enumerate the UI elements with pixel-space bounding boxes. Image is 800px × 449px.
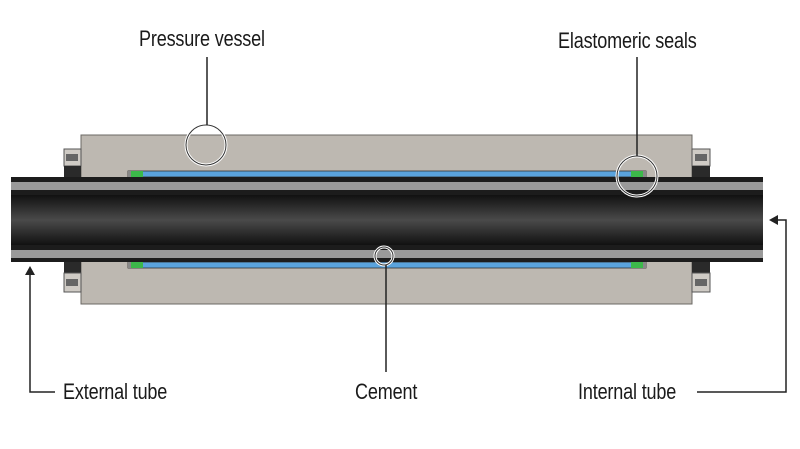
- end-cap-left-top: [63, 148, 82, 177]
- cement-layer-top: [127, 170, 647, 178]
- end-cap-left-bottom: [63, 262, 82, 293]
- label-pressure-vessel: Pressure vessel: [139, 26, 265, 51]
- internal-tube-leader: [697, 219, 787, 393]
- cement-callout: [374, 246, 394, 266]
- end-cap-right-top: [691, 148, 711, 177]
- seal-left-bottom: [131, 262, 143, 268]
- internal-tube: [11, 195, 763, 245]
- end-cap-right-bottom: [691, 262, 711, 293]
- seal-right-top: [631, 171, 643, 177]
- label-cement: Cement: [355, 379, 418, 404]
- label-external-tube: External tube: [63, 379, 168, 404]
- seal-left-top: [131, 171, 143, 177]
- pressure-vessel-callout: [185, 124, 227, 166]
- external-tube-leader: [29, 274, 55, 393]
- label-internal-tube: Internal tube: [578, 379, 677, 404]
- label-elastomeric-seals: Elastomeric seals: [558, 28, 697, 53]
- external-tube-arrow-icon: [25, 266, 35, 275]
- internal-tube-arrow-icon: [769, 215, 778, 225]
- seal-right-bottom: [631, 262, 643, 268]
